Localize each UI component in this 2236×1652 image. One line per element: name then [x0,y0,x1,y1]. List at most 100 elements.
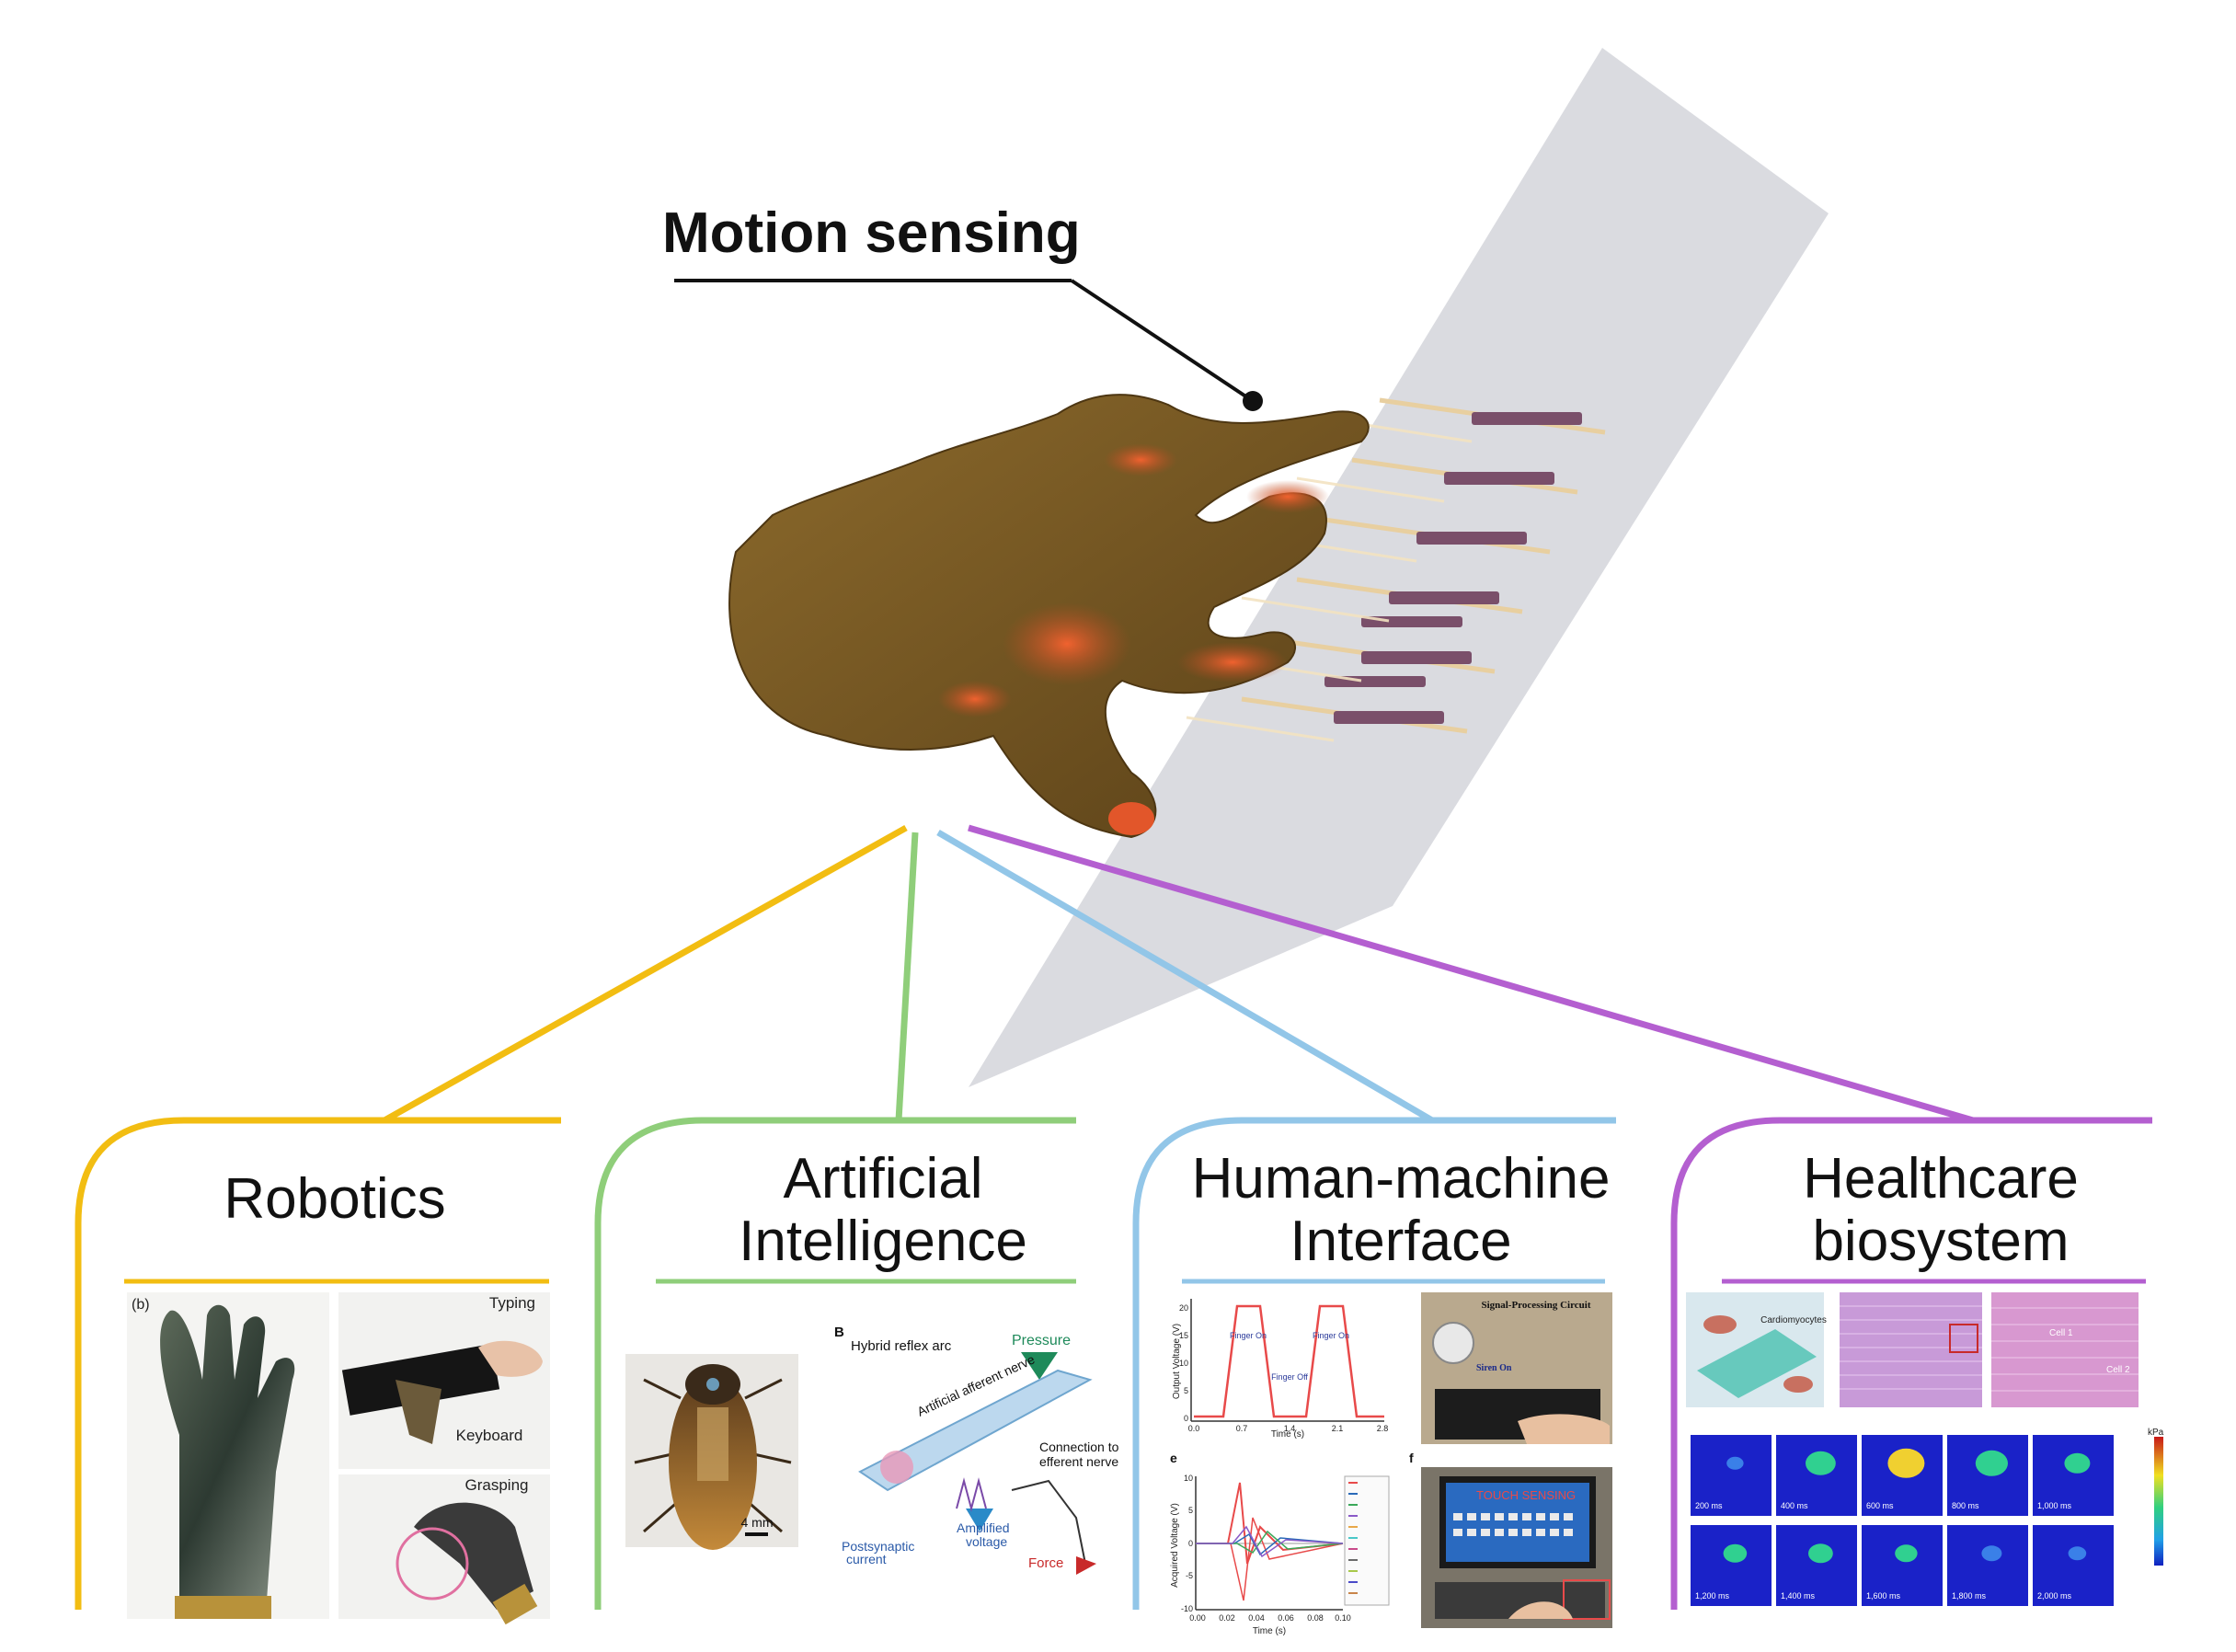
heatmap-blob [2064,1452,2091,1474]
hmi-touch-sensing: TOUCH SENSING [1476,1488,1576,1502]
hmi-siren-label: Siren On [1476,1363,1512,1373]
branch-health [968,824,1974,1124]
hmi-ytick-bot-2: 0 [1188,1539,1193,1548]
heatmap-time-label: 1,200 ms [1695,1591,1730,1600]
heatmap-blob [1723,1543,1748,1563]
title-leader [1070,279,1255,403]
category-hmi-label: Human-machine Interface [1162,1148,1640,1273]
hmi-ytick-bot-4: -10 [1181,1604,1193,1613]
branch-hmi [936,829,1434,1124]
robotics-typing-label: Typing [489,1294,535,1312]
page-title: Motion sensing [662,201,1081,265]
hmi-xtick-top-4: 2.8 [1377,1424,1389,1433]
bracket-hmi [1132,1117,1616,1610]
ai-scale-label: 4 mm [741,1515,774,1530]
hmi-label-line2: Interface [1290,1210,1512,1273]
heatmap-time-label: 2,000 ms [2037,1591,2072,1600]
heatmap-time-label: 600 ms [1866,1501,1894,1510]
hmi-ytick-top-1: 5 [1184,1386,1188,1395]
hmi-xlabel-top: Time (s) [1271,1429,1304,1440]
ai-efferent-label: efferent nerve [1039,1454,1118,1469]
heatmap-tile [1776,1525,1857,1606]
hmi-xtick-bot-5: 0.10 [1335,1613,1351,1623]
hmi-finger-on-1: Finger On [1230,1331,1267,1340]
hmi-xtick-bot-1: 0.02 [1219,1613,1235,1623]
health-cardio-label: Cardiomyocytes [1760,1315,1827,1325]
heatmap-blob [1981,1545,2002,1562]
heatmap-tile [2033,1525,2114,1606]
heatmap-time-label: 400 ms [1781,1501,1808,1510]
heatmap-blob [1808,1543,1833,1564]
heatmap-blob [1806,1451,1836,1475]
ai-pressure-label: Pressure [1012,1333,1071,1348]
category-robotics-label: Robotics [96,1168,574,1231]
heatmap-tile [1776,1435,1857,1516]
heatmap-tile [1862,1525,1943,1606]
ai-connection-label: Connection to [1039,1440,1119,1454]
ai-label-line2: Intelligence [739,1210,1027,1273]
hmi-finger-off: Finger Off [1271,1372,1308,1382]
branch-ai [895,832,919,1121]
hmi-xtick-bot-4: 0.08 [1307,1613,1324,1623]
robotics-grasping-label: Grasping [465,1476,529,1494]
heatmap-time-label: 200 ms [1695,1501,1723,1510]
hand-model [728,394,1370,839]
health-heatmap-grid: 200 ms 400 ms 600 ms 800 ms 1,000 ms 1,200 ms… [1691,1435,2114,1606]
hmi-xtick-top-2: 1.4 [1284,1424,1296,1433]
hmi-xtick-bot-0: 0.00 [1189,1613,1206,1623]
hmi-panel-e: e [1170,1451,1177,1465]
heatmap-time-label: 1,000 ms [2037,1501,2072,1510]
heatmap-tile [1691,1435,1772,1516]
category-ai-label: Artificial Intelligence [644,1148,1122,1273]
ai-postsyn-label1: Postsynaptic [842,1539,914,1554]
health-cell1-label: Cell 1 [2049,1328,2073,1338]
heatmap-blob [2068,1546,2087,1561]
hmi-ylabel-top: Output Voltage (V) [1172,1324,1182,1399]
health-colorbar: kPa [2148,1428,2164,1566]
ai-photos: 4 mm B Hybrid reflex arc Pressure Artifi… [625,1325,1119,1575]
category-health-label: Healthcare biosystem [1702,1148,2180,1273]
hmi-ytick-bot-1: 5 [1188,1506,1193,1515]
bracket-health [1670,1117,2152,1610]
health-label-line2: biosystem [1812,1210,2070,1273]
heatmap-time-label: 1,400 ms [1781,1591,1816,1600]
heatmap-blob [1726,1456,1744,1470]
heatmap-blob [1975,1450,2008,1476]
ai-postsyn-label2: current [846,1552,887,1566]
branch-robotics [383,824,908,1124]
hmi-ytick-top-4: 20 [1179,1303,1188,1313]
ai-reflex-title: Hybrid reflex arc [851,1338,952,1354]
hmi-xtick-top-1: 0.7 [1236,1424,1248,1433]
hmi-finger-on-2: Finger On [1313,1331,1349,1340]
hmi-panel-f: f [1409,1451,1414,1465]
hmi-ytick-bot-3: -5 [1186,1571,1193,1580]
hmi-xlabel-bottom: Time (s) [1253,1626,1286,1636]
hmi-ylabel-bottom: Acquired Voltage (V) [1170,1503,1180,1588]
robotics-label-text: Robotics [224,1167,446,1231]
heatmap-time-label: 1,600 ms [1866,1591,1901,1600]
hmi-xtick-top-0: 0.0 [1188,1424,1200,1433]
robotics-keyboard-label: Keyboard [456,1427,523,1444]
heatmap-time-label: 800 ms [1952,1501,1979,1510]
bracket-robotics [75,1117,561,1610]
heatmap-tile [1691,1525,1772,1606]
heatmap-time-label: 1,800 ms [1952,1591,1987,1600]
health-colorbar-unit: kPa [2148,1428,2164,1438]
heatmap-blob [1895,1544,1918,1563]
hmi-xtick-top-3: 2.1 [1332,1424,1344,1433]
robotics-panel-tag: (b) [132,1297,150,1313]
hmi-ytick-top-3: 15 [1179,1331,1188,1340]
ai-amplified-label2: voltage [966,1534,1007,1549]
hmi-ytick-top-2: 10 [1179,1359,1188,1368]
heatmap-tile [2033,1435,2114,1516]
hmi-ytick-bot-0: 10 [1184,1474,1193,1483]
sensor-panel [969,48,1829,1087]
title-leader-dot [1243,391,1263,411]
ai-label-line1: Artificial [783,1147,983,1210]
robotics-photos: (b) Typing Keyboard Grasping [127,1292,550,1625]
hmi-panels: Finger On Finger On Finger Off Output Vo… [1166,1288,1612,1636]
heatmap-blob [1887,1448,1925,1478]
ai-force-label: Force [1028,1555,1063,1571]
hmi-xtick-bot-2: 0.04 [1248,1613,1265,1623]
